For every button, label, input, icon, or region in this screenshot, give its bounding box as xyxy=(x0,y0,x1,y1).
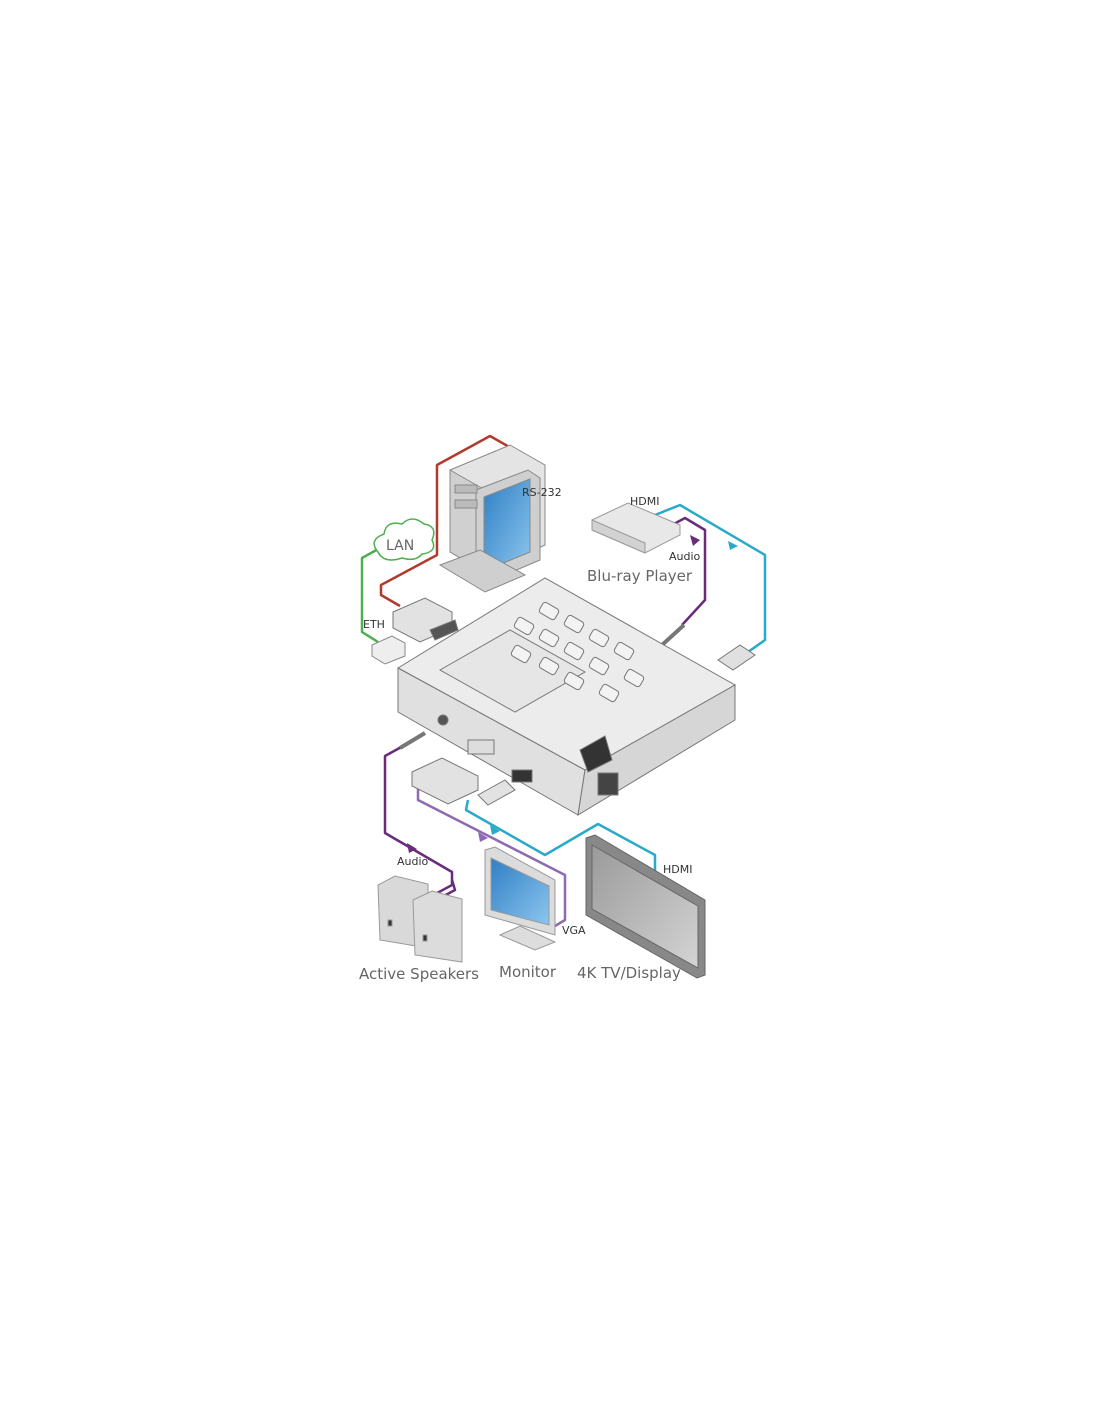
hdmi-input-label: HDMI xyxy=(630,495,659,508)
pc-computer xyxy=(438,444,546,593)
vga-connector xyxy=(411,757,479,805)
speakers-label: Active Speakers xyxy=(359,965,479,983)
lan-cloud: LAN xyxy=(373,518,435,561)
tv-label: 4K TV/Display xyxy=(577,964,681,982)
eth-label: ETH xyxy=(363,618,385,631)
active-speakers xyxy=(377,875,463,963)
vga-out-port xyxy=(467,739,495,755)
hdmi-out-port xyxy=(511,769,533,783)
logo-icon xyxy=(579,735,613,773)
audio-input-label: Audio xyxy=(669,550,701,563)
vga-label: VGA xyxy=(562,924,586,937)
ethernet-connector xyxy=(371,635,406,665)
audio-output-plug xyxy=(398,731,427,750)
rs232-label: RS-232 xyxy=(522,486,562,499)
audio-output-label: Audio xyxy=(397,855,429,868)
tv-display xyxy=(585,834,706,979)
hdmi-output-connector xyxy=(477,779,516,806)
vga-cable xyxy=(416,785,567,928)
lan-cable xyxy=(360,546,381,644)
audio-out-port xyxy=(437,714,449,726)
front-panel-buttons xyxy=(510,601,645,703)
bluray-player-label: Blu-ray Player xyxy=(587,567,693,585)
hdmi-plug xyxy=(717,644,756,671)
bluray-player xyxy=(591,502,681,554)
monitor xyxy=(484,846,557,951)
direction-arrows xyxy=(407,535,738,853)
switcher-device xyxy=(397,577,737,816)
audio-input-cable xyxy=(671,516,707,626)
hdmi-input-cable xyxy=(654,503,767,654)
audio-plug xyxy=(660,623,686,647)
hdmi-output-label: HDMI xyxy=(663,863,692,876)
power-switch xyxy=(597,772,619,796)
monitor-label: Monitor xyxy=(499,963,557,981)
rs232-connector xyxy=(392,597,459,643)
lan-label: LAN xyxy=(386,538,414,554)
